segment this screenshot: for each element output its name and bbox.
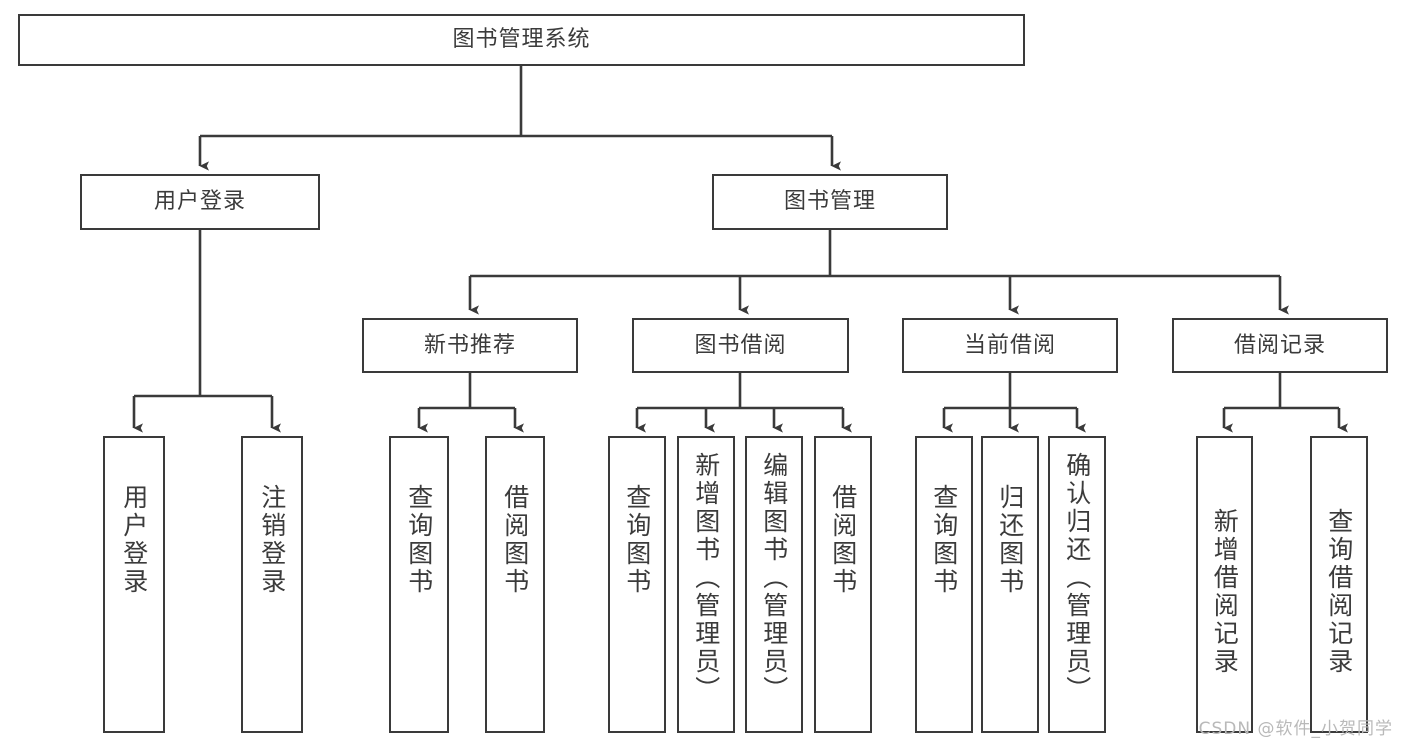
node-label: 确认归还（管理员）: [1062, 452, 1092, 704]
leaf-book-borrow-add-book-admin[interactable]: 新增图书（管理员）: [677, 436, 735, 733]
leaf-book-borrow-edit-book-admin[interactable]: 编辑图书（管理员）: [745, 436, 803, 733]
node-label: 用户登录: [119, 484, 149, 596]
node-user-login[interactable]: 用户登录: [80, 174, 320, 230]
leaf-user-login-logout[interactable]: 注销登录: [241, 436, 303, 733]
node-label: 查询借阅记录: [1324, 508, 1354, 676]
node-label: 新增图书（管理员）: [691, 452, 721, 704]
node-new-book-recommend[interactable]: 新书推荐: [362, 318, 578, 373]
node-label: 查询图书: [622, 484, 652, 596]
node-label: 编辑图书（管理员）: [759, 452, 789, 704]
node-current-borrow[interactable]: 当前借阅: [902, 318, 1118, 373]
leaf-current-borrow-query-book[interactable]: 查询图书: [915, 436, 973, 733]
leaf-current-borrow-confirm-return-admin[interactable]: 确认归还（管理员）: [1048, 436, 1106, 733]
leaf-user-login-login[interactable]: 用户登录: [103, 436, 165, 733]
node-label: 查询图书: [404, 484, 434, 596]
node-label: 图书借阅: [694, 332, 787, 358]
node-root-library-management-system[interactable]: 图书管理系统: [18, 14, 1025, 66]
leaf-new-book-query-book[interactable]: 查询图书: [389, 436, 449, 733]
leaf-current-borrow-return-book[interactable]: 归还图书: [981, 436, 1039, 733]
leaf-borrow-records-query-record[interactable]: 查询借阅记录: [1310, 436, 1368, 733]
node-book-management[interactable]: 图书管理: [712, 174, 948, 230]
node-label: 当前借阅: [963, 332, 1056, 358]
node-label: 借阅记录: [1233, 332, 1326, 358]
node-book-borrow[interactable]: 图书借阅: [632, 318, 849, 373]
node-label: 归还图书: [995, 484, 1025, 596]
leaf-book-borrow-borrow-book[interactable]: 借阅图书: [814, 436, 872, 733]
node-label: 图书管理: [783, 189, 876, 214]
node-borrow-records[interactable]: 借阅记录: [1172, 318, 1388, 373]
node-label: 查询图书: [929, 484, 959, 596]
leaf-new-book-borrow-book[interactable]: 借阅图书: [485, 436, 545, 733]
node-label: 借阅图书: [500, 484, 530, 596]
node-label: 图书管理系统: [452, 27, 591, 52]
node-label: 新书推荐: [423, 332, 516, 358]
node-label: 注销登录: [257, 484, 287, 596]
node-label: 借阅图书: [828, 484, 858, 596]
leaf-book-borrow-query-book[interactable]: 查询图书: [608, 436, 666, 733]
node-label: 用户登录: [153, 189, 246, 214]
leaf-borrow-records-add-record[interactable]: 新增借阅记录: [1196, 436, 1253, 733]
node-label: 新增借阅记录: [1210, 508, 1240, 676]
